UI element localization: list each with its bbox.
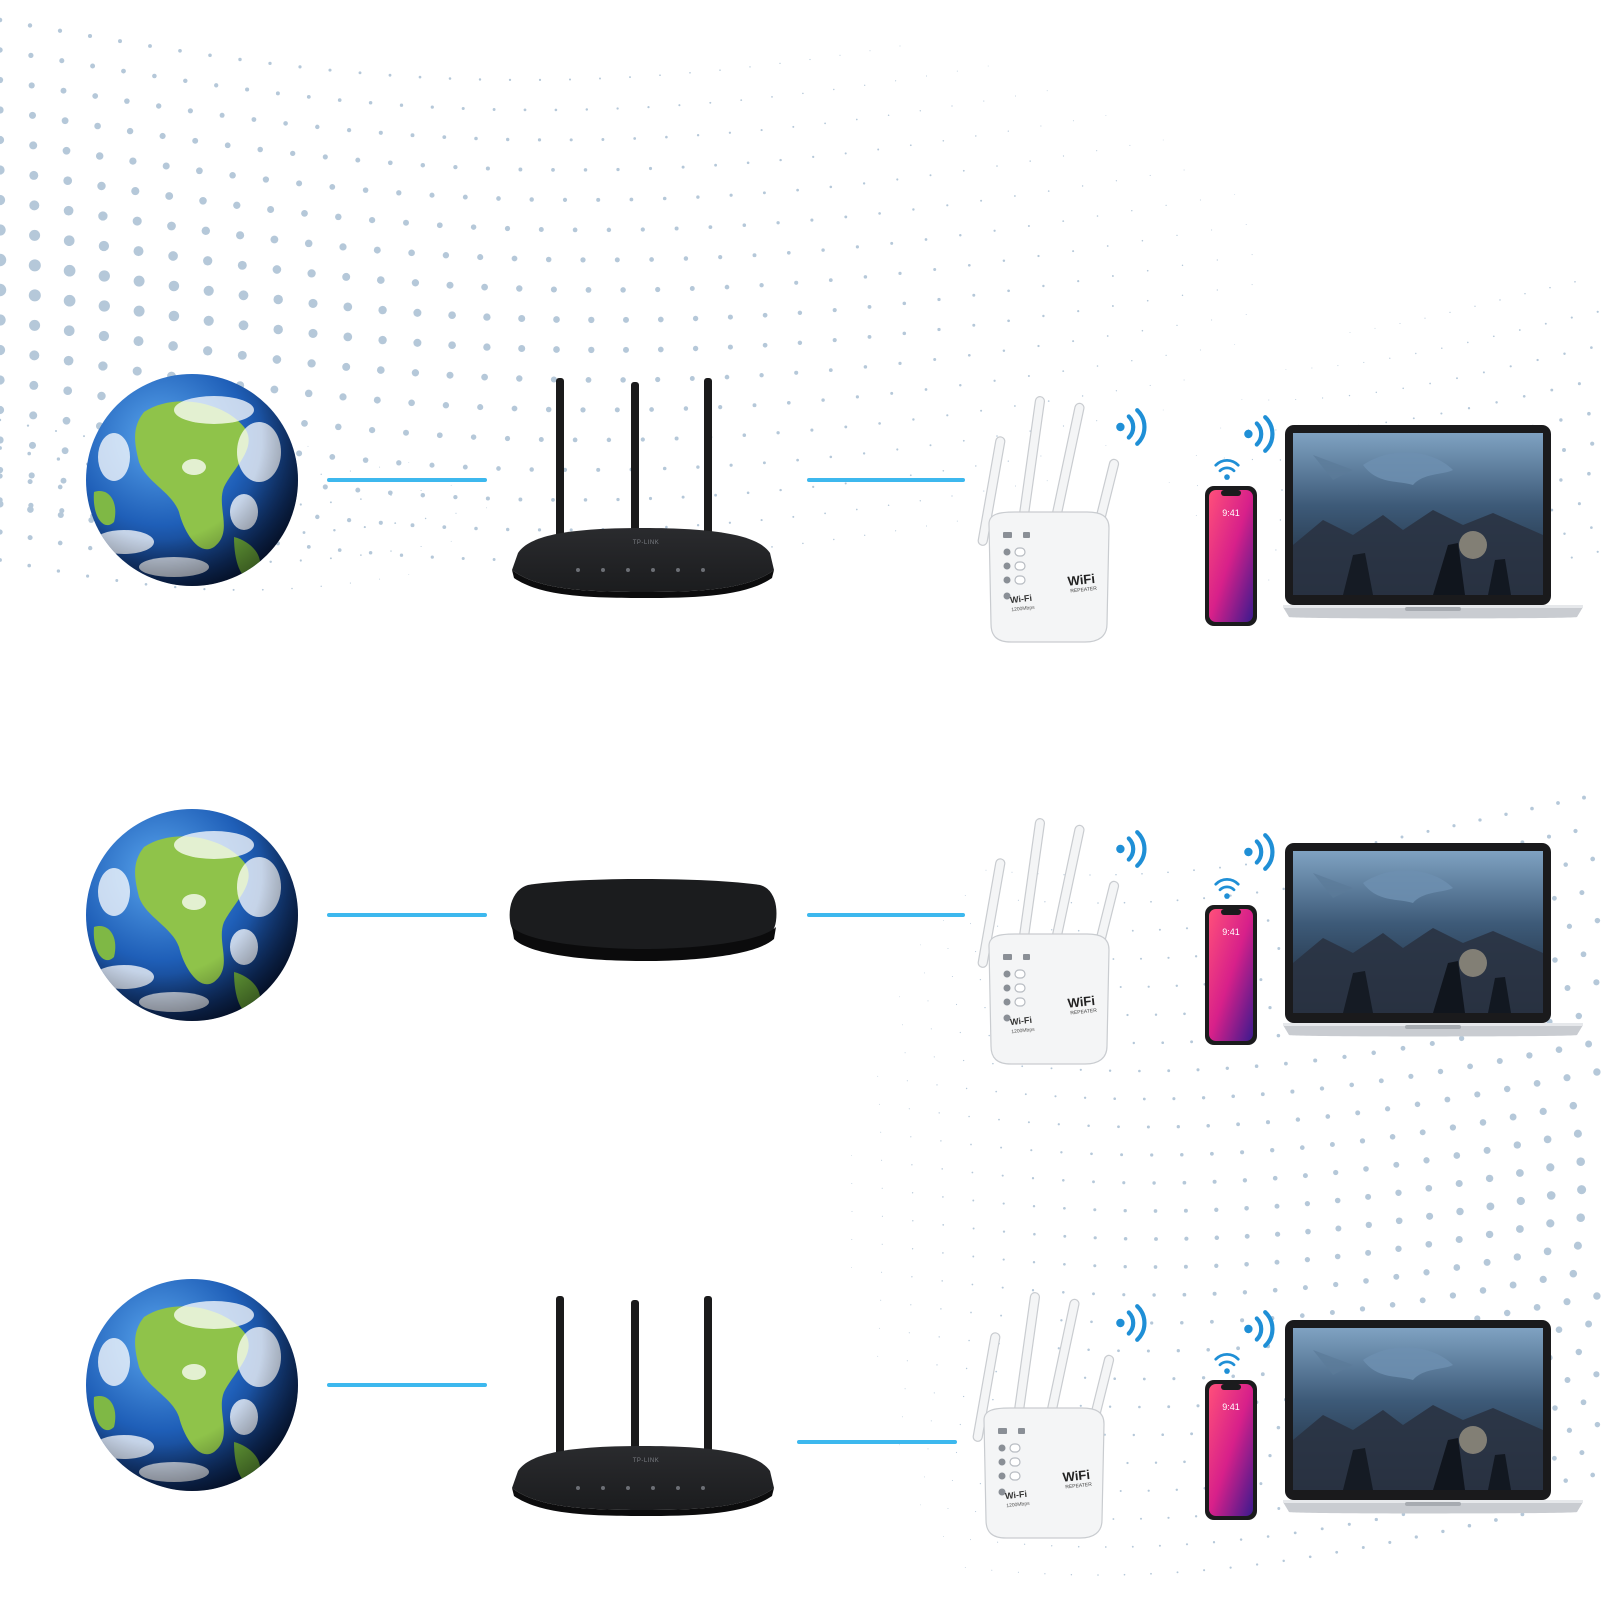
link-internet-to-gateway — [327, 478, 487, 482]
wifi-signal-icon — [1112, 828, 1154, 875]
laptop-icon — [1283, 1320, 1583, 1514]
wifi-signal-icon — [1213, 1348, 1241, 1381]
link-gateway-to-extender — [807, 478, 965, 482]
link-gateway-to-extender — [807, 913, 965, 917]
wifi-signal-icon — [1213, 454, 1241, 487]
smartphone-icon: 9:41 — [1205, 1380, 1257, 1520]
modem-icon — [498, 875, 788, 965]
laptop-icon — [1283, 425, 1583, 619]
phone-time-label: 9:41 — [1222, 927, 1240, 937]
wifi-signal-icon — [1240, 831, 1282, 878]
phone-time-label: 9:41 — [1222, 508, 1240, 518]
laptop-icon — [1283, 843, 1583, 1037]
wifi-signal-icon — [1112, 1302, 1154, 1349]
earth-globe-icon — [84, 807, 300, 1023]
earth-globe-icon — [84, 372, 300, 588]
wifi-signal-icon — [1112, 406, 1154, 453]
link-internet-to-gateway — [327, 1383, 487, 1387]
router-icon: TP-LINK — [498, 1296, 788, 1516]
link-internet-to-gateway — [327, 913, 487, 917]
phone-time-label: 9:41 — [1222, 1402, 1240, 1412]
wifi-signal-icon — [1240, 1308, 1282, 1355]
router-brand-label: TP-LINK — [632, 540, 660, 546]
wifi-signal-icon — [1213, 873, 1241, 906]
wifi-signal-icon — [1240, 413, 1282, 460]
router-icon: TP-LINK — [498, 378, 788, 598]
earth-globe-icon — [84, 1277, 300, 1493]
link-gateway-to-extender — [797, 1440, 957, 1444]
smartphone-icon: 9:41 — [1205, 905, 1257, 1045]
router-brand-label: TP-LINK — [632, 1458, 660, 1464]
smartphone-icon: 9:41 — [1205, 486, 1257, 626]
